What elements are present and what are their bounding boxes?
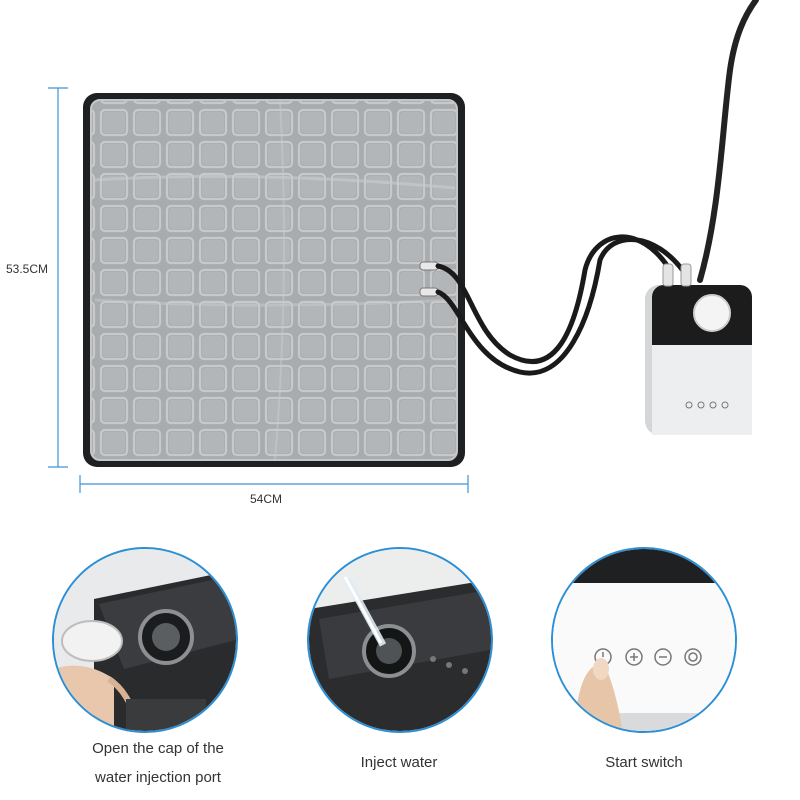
- step-3-caption: Start switch: [605, 754, 683, 771]
- height-dimension-line: [48, 87, 68, 468]
- height-dimension-label: 53.5CM: [6, 262, 49, 276]
- width-dimension-label: 54CM: [250, 492, 283, 506]
- step-start-switch-photo: [551, 547, 737, 733]
- water-hoses: [435, 234, 687, 376]
- step-1-caption-line-1: Open the cap of the: [92, 740, 224, 757]
- water-device: [645, 263, 752, 435]
- width-dimension-line: [79, 475, 469, 493]
- step-2-caption: Inject water: [360, 754, 438, 771]
- step-open-cap-photo: [52, 547, 238, 733]
- cooling-pad: [83, 93, 465, 467]
- step-inject-water-photo: [307, 547, 493, 733]
- step-1-caption-line-2: water injection port: [95, 769, 221, 786]
- step-1-caption: Open the cap of the water injection port: [40, 734, 276, 792]
- power-cable: [697, 0, 759, 283]
- product-illustration: [48, 0, 759, 493]
